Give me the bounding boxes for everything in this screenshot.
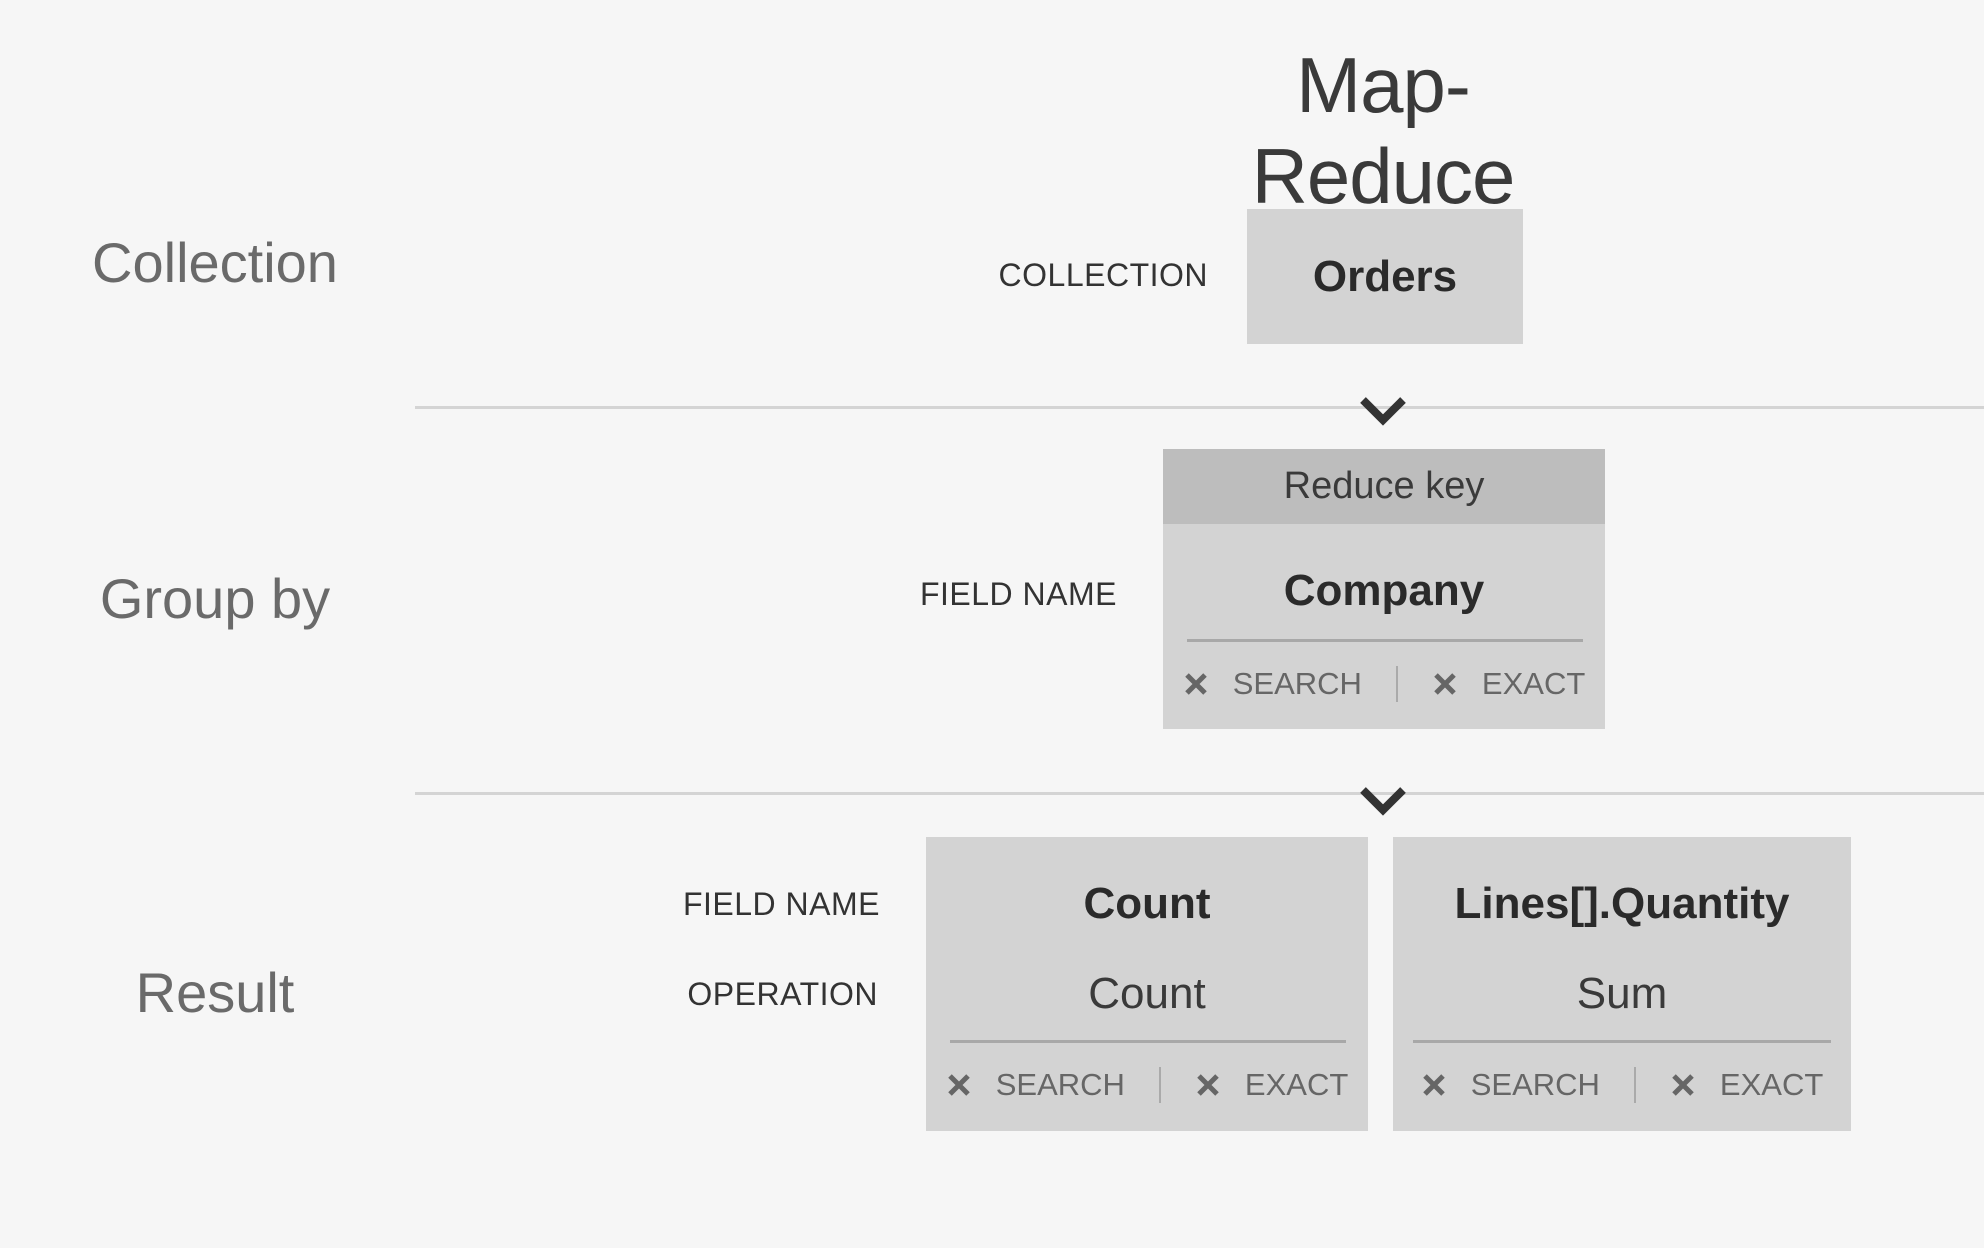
exact-toggle[interactable]: EXACT (1670, 1067, 1823, 1103)
result-options: SEARCH EXACT (1393, 1060, 1851, 1110)
section-divider (415, 792, 1984, 795)
section-label-collection: Collection (92, 231, 338, 294)
result-field-label: FIELD NAME (682, 886, 880, 922)
exact-option-label: EXACT (1719, 1067, 1824, 1102)
search-toggle[interactable]: SEARCH (1183, 666, 1362, 702)
exact-toggle[interactable]: EXACT (1195, 1067, 1348, 1103)
exact-toggle[interactable]: EXACT (1432, 666, 1585, 702)
page-title: Map-Reduce (1251, 41, 1516, 220)
result-options: SEARCH EXACT (926, 1060, 1368, 1110)
chevron-down-icon (1360, 397, 1406, 426)
search-option-label: SEARCH (995, 1067, 1125, 1102)
close-icon (1672, 1074, 1694, 1096)
chevron-down-icon (1360, 787, 1406, 816)
group-by-field-label: FIELD NAME (919, 576, 1117, 612)
option-separator (1158, 1067, 1161, 1103)
result-operation[interactable]: Sum (1576, 969, 1668, 1018)
collection-box[interactable]: Orders (1247, 209, 1523, 344)
result-field[interactable]: Count (1083, 879, 1211, 928)
section-label-result: Result (135, 961, 295, 1024)
reduce-key-field[interactable]: Company (1283, 566, 1485, 615)
result-card-count: Count Count SEARCH EXACT (926, 837, 1368, 1131)
exact-option-label: EXACT (1481, 666, 1586, 701)
collection-label: COLLECTION (998, 257, 1208, 293)
section-label-group-by: Group by (99, 567, 331, 630)
card-divider (1413, 1040, 1831, 1043)
result-field[interactable]: Lines[].Quantity (1454, 879, 1790, 928)
exact-option-label: EXACT (1244, 1067, 1349, 1102)
close-icon (947, 1074, 970, 1096)
search-option-label: SEARCH (1232, 666, 1362, 701)
search-toggle[interactable]: SEARCH (946, 1067, 1125, 1103)
reduce-key-options: SEARCH EXACT (1163, 659, 1605, 709)
result-operation[interactable]: Count (1088, 969, 1206, 1018)
card-divider (1187, 639, 1583, 642)
search-toggle[interactable]: SEARCH (1421, 1067, 1600, 1103)
search-option-label: SEARCH (1470, 1067, 1600, 1102)
result-card-quantity: Lines[].Quantity Sum SEARCH EXACT (1393, 837, 1851, 1131)
option-separator (1395, 666, 1398, 702)
close-icon (1422, 1074, 1445, 1096)
close-icon (1197, 1074, 1219, 1096)
close-icon (1184, 673, 1207, 695)
section-divider (415, 406, 1984, 409)
option-separator (1633, 1067, 1636, 1103)
reduce-key-header: Reduce key (1163, 449, 1605, 524)
collection-value: Orders (1312, 251, 1458, 301)
card-divider (950, 1040, 1346, 1043)
reduce-key-card: Reduce key Company SEARCH EXACT (1163, 449, 1605, 729)
result-operation-label: OPERATION (687, 976, 878, 1012)
close-icon (1434, 673, 1456, 695)
